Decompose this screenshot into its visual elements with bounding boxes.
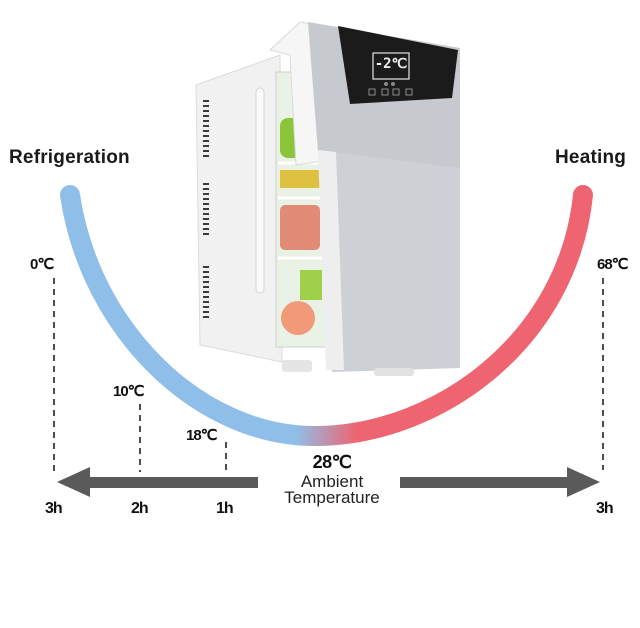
mini-fridge-image [195,21,460,376]
ambient-temperature-value: 28℃ [312,452,352,472]
temp-label-0c: 0℃ [30,256,54,273]
cooling-time-arrow [57,467,258,497]
ambient-label-line2: Temperature [284,488,380,507]
temp-label-10c: 10℃ [113,383,145,400]
time-label-1h: 1h [216,500,234,517]
fridge-display-reading: -2℃ [374,56,408,72]
heating-label: Heating [555,147,627,168]
heating-time-arrow [400,467,600,497]
temp-label-68c: 68℃ [597,256,629,273]
refrigeration-label: Refrigeration [9,147,130,168]
ambient-label-line1: Ambient [300,472,364,491]
time-label-3h-right: 3h [596,500,614,517]
temperature-arc [60,185,593,447]
time-label-2h: 2h [131,500,149,517]
time-label-3h-left: 3h [45,500,63,517]
temp-label-18c: 18℃ [186,427,218,444]
